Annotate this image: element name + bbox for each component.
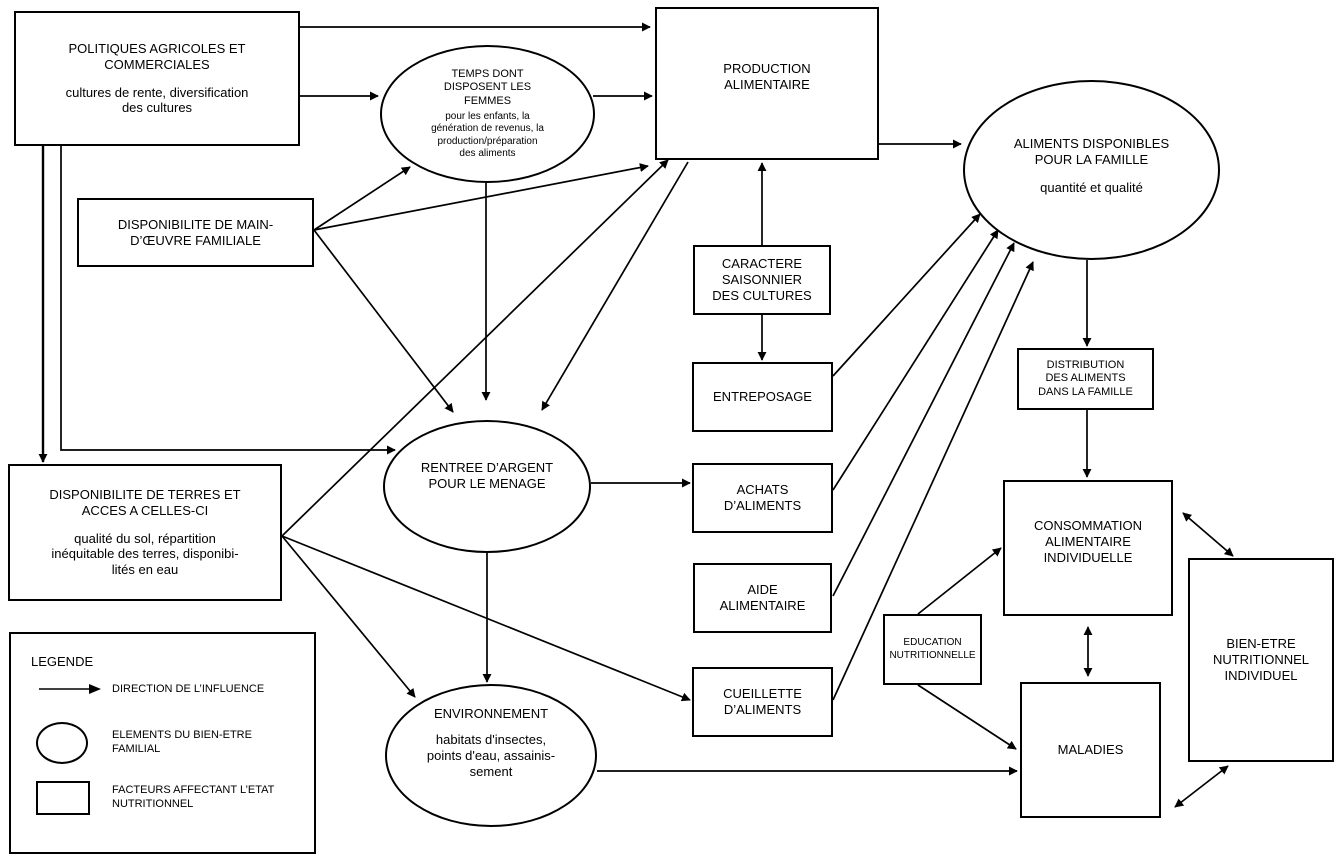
arrow-main-oeuvre-to-temps-femmes xyxy=(313,166,411,231)
node-title: RENTREE D’ARGENT POUR LE MENAGE xyxy=(420,460,554,491)
arrow-maladies-to-bien-etre xyxy=(1174,765,1229,808)
legend-label: DIRECTION DE L’INFLUENCE xyxy=(112,683,265,695)
node-subtitle: habitats d'insectes, points d'eau, assai… xyxy=(426,731,556,779)
arrow-main-oeuvre-to-production xyxy=(313,163,649,231)
node-title: AIDE ALIMENTAIRE xyxy=(719,582,806,613)
node-title: ENTREPOSAGE xyxy=(713,389,812,405)
node-aliments-disponibles: ALIMENTS DISPONIBLES POUR LA FAMILLE qua… xyxy=(963,80,1220,260)
node-title: DISPONIBILITE DE TERRES ET ACCES A CELLE… xyxy=(49,486,241,518)
arrow-education-to-maladies xyxy=(917,684,1017,750)
node-subtitle: cultures de rente, diversification des c… xyxy=(65,84,249,116)
node-aide: AIDE ALIMENTAIRE xyxy=(693,563,832,633)
legend-label: FACTEURS AFFECTANT L’ETAT NUTRITIONNEL xyxy=(112,784,275,810)
arrow-terres-to-environnement xyxy=(281,535,416,698)
node-distribution: DISTRIBUTION DES ALIMENTS DANS LA FAMILL… xyxy=(1017,348,1154,410)
node-bien-etre: BIEN-ETRE NUTRITIONNEL INDIVIDUEL xyxy=(1188,558,1334,762)
legend-title: LEGENDE xyxy=(31,654,94,669)
node-title: ENVIRONNEMENT xyxy=(433,706,549,721)
arrow-achats-to-aliments-disponibles xyxy=(832,229,999,491)
node-subtitle: qualité du sol, répartition inéquitable … xyxy=(51,530,239,578)
arrow-entreposage-to-aliments-disponibles xyxy=(832,213,981,377)
node-achats: ACHATS D’ALIMENTS xyxy=(692,463,833,533)
node-title: CONSOMMATION ALIMENTAIRE INDIVIDUELLE xyxy=(1033,518,1143,565)
arrow-icon xyxy=(39,684,101,694)
arrow-terres-to-production xyxy=(281,159,669,537)
arrow-main-oeuvre-to-rentree-argent xyxy=(313,229,454,413)
node-title: POLITIQUES AGRICOLES ET COMMERCIALES xyxy=(68,40,246,72)
arrow-production-to-rentree-argent xyxy=(541,161,689,411)
node-environnement: ENVIRONNEMENT habitats d'insectes, point… xyxy=(385,684,597,827)
node-title: ALIMENTS DISPONIBLES POUR LA FAMILLE xyxy=(1013,136,1170,167)
node-title: PRODUCTION ALIMENTAIRE xyxy=(723,61,811,92)
node-title: EDUCATION NUTRITIONNELLE xyxy=(889,637,976,661)
legend-label: ELEMENTS DU BIEN-ETRE FAMILIAL xyxy=(112,729,252,755)
arrow-aide-to-aliments-disponibles xyxy=(832,242,1015,597)
ellipse-icon xyxy=(36,722,88,764)
node-subtitle: quantité et qualité xyxy=(1040,179,1143,195)
node-title: MALADIES xyxy=(1057,742,1124,758)
arrow-cueillette-to-aliments-disponibles xyxy=(832,261,1034,701)
legend: LEGENDE DIRECTION DE L’INFLUENCE ELEMENT… xyxy=(9,632,316,854)
node-title: TEMPS DONT DISPOSENT LES FEMMES xyxy=(443,68,532,107)
node-maladies: MALADIES xyxy=(1020,682,1161,818)
node-title: CUEILLETTE D’ALIMENTS xyxy=(723,686,802,717)
arrow-terres-to-cueillette xyxy=(281,535,691,702)
node-title: CARACTERE SAISONNIER DES CULTURES xyxy=(712,256,812,303)
node-production: PRODUCTION ALIMENTAIRE xyxy=(655,7,879,160)
node-cueillette: CUEILLETTE D’ALIMENTS xyxy=(692,667,833,737)
node-title: ACHATS D’ALIMENTS xyxy=(723,482,802,513)
node-education: EDUCATION NUTRITIONNELLE xyxy=(883,614,982,685)
node-temps-femmes: TEMPS DONT DISPOSENT LES FEMMES pour les… xyxy=(380,45,595,183)
rectangle-icon xyxy=(36,781,90,815)
node-rentree-argent: RENTREE D’ARGENT POUR LE MENAGE xyxy=(383,420,591,553)
node-title: DISTRIBUTION DES ALIMENTS DANS LA FAMILL… xyxy=(1038,358,1133,398)
node-terres: DISPONIBILITE DE TERRES ET ACCES A CELLE… xyxy=(8,464,282,601)
node-caractere-saisonnier: CARACTERE SAISONNIER DES CULTURES xyxy=(693,245,831,315)
node-main-oeuvre: DISPONIBILITE DE MAIN- D’ŒUVRE FAMILIALE xyxy=(77,198,314,267)
node-title: DISPONIBILITE DE MAIN- D’ŒUVRE FAMILIALE xyxy=(117,216,274,248)
node-subtitle: pour les enfants, la génération de reven… xyxy=(431,111,544,159)
arrow-politiques-to-rentree-argent xyxy=(60,146,396,455)
node-politiques: POLITIQUES AGRICOLES ET COMMERCIALES cul… xyxy=(14,11,300,146)
arrow-consommation-to-bien-etre xyxy=(1182,512,1234,557)
arrow-education-to-consommation xyxy=(917,547,1002,615)
node-title: BIEN-ETRE NUTRITIONNEL INDIVIDUEL xyxy=(1212,636,1310,683)
node-consommation: CONSOMMATION ALIMENTAIRE INDIVIDUELLE xyxy=(1003,480,1173,616)
node-entreposage: ENTREPOSAGE xyxy=(692,362,833,432)
